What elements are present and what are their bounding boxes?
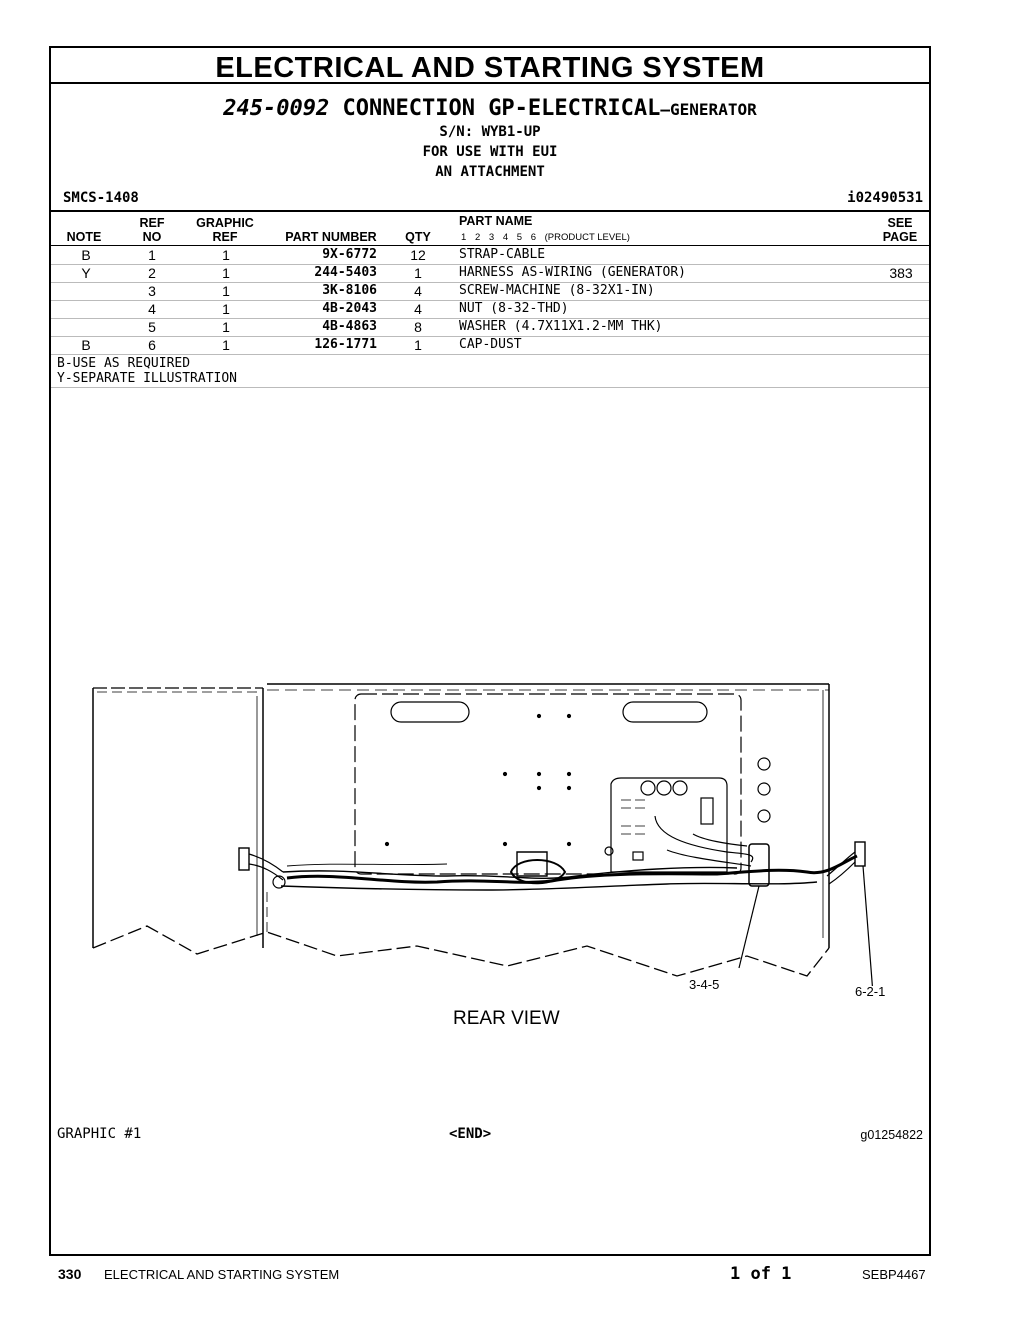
row-ref: 4 xyxy=(148,301,156,317)
row-note: B xyxy=(81,337,91,353)
note-y: Y-SEPARATE ILLUSTRATION xyxy=(57,371,238,386)
smcs-code: SMCS-1408 xyxy=(63,190,139,206)
row-part-name: STRAP-CABLE xyxy=(459,247,546,262)
col-see-bottom: PAGE xyxy=(882,230,918,244)
group-title: 245-0092 CONNECTION GP-ELECTRICAL—GENERA… xyxy=(51,96,929,121)
col-ref-bottom: NO xyxy=(142,230,162,244)
level-4: 4 xyxy=(502,232,509,243)
footer-page-of: 1 of 1 xyxy=(730,1264,792,1284)
row-qty: 4 xyxy=(414,301,422,317)
col-part-name: PART NAME xyxy=(459,214,533,228)
graphic-code: g01254822 xyxy=(860,1128,923,1142)
level-1: 1 xyxy=(461,232,467,243)
level-5: 5 xyxy=(516,232,523,243)
product-level-label: (PRODUCT LEVEL) xyxy=(544,232,630,243)
column-rule xyxy=(51,245,929,246)
col-ref-top: REF xyxy=(139,216,165,230)
row-ref: 5 xyxy=(148,319,156,335)
row-part-number: 244-5403 xyxy=(314,265,377,280)
row-graphic-ref: 1 xyxy=(222,247,230,263)
level-2: 2 xyxy=(474,232,481,243)
row-ref: 2 xyxy=(148,265,156,281)
table-row: 3 1 3K-8106 4 SCREW-MACHINE (8-32X1-IN) xyxy=(51,282,929,301)
callout-6-2-1: 6-2-1 xyxy=(855,984,886,999)
col-qty: QTY xyxy=(405,230,431,244)
footer-page-number: 330 xyxy=(58,1266,82,1282)
group-description: CONNECTION GP-ELECTRICAL xyxy=(329,96,661,121)
level-6: 6 xyxy=(530,232,536,243)
table-row: B 1 1 9X-6772 12 STRAP-CABLE xyxy=(51,246,929,265)
col-see-top: SEE xyxy=(887,216,913,230)
note-b: B-USE AS REQUIRED xyxy=(57,356,191,371)
row-note: Y xyxy=(81,265,91,281)
attachment-line: AN ATTACHMENT xyxy=(435,164,545,180)
end-marker: <END> xyxy=(449,1126,492,1142)
row-part-number: 9X-6772 xyxy=(322,247,377,262)
header-rule xyxy=(51,210,929,212)
row-part-name: SCREW-MACHINE (8-32X1-IN) xyxy=(459,283,655,298)
view-label: REAR VIEW xyxy=(453,1008,560,1029)
row-qty: 1 xyxy=(414,265,422,281)
group-part-number: 245-0092 xyxy=(223,96,330,121)
use-line: FOR USE WITH EUI xyxy=(422,144,558,160)
serial-number: S/N: WYB1-UP xyxy=(439,124,541,140)
table-row: B 6 1 126-1771 1 CAP-DUST xyxy=(51,336,929,355)
row-note: B xyxy=(81,247,91,263)
col-part-number: PART NUMBER xyxy=(285,230,377,244)
title-rule xyxy=(51,82,929,84)
table-row: Y 2 1 244-5403 1 HARNESS AS-WIRING (GENE… xyxy=(51,264,929,283)
graphic-label: GRAPHIC #1 xyxy=(57,1126,142,1142)
rear-view-illustration xyxy=(92,683,873,986)
row-part-number: 3K-8106 xyxy=(322,283,377,298)
row-part-number: 4B-4863 xyxy=(322,319,377,334)
row-qty: 12 xyxy=(410,247,426,263)
document-id: i02490531 xyxy=(847,190,923,206)
row-graphic-ref: 1 xyxy=(222,337,230,353)
row-qty: 1 xyxy=(414,337,422,353)
page-title: ELECTRICAL AND STARTING SYSTEM xyxy=(215,52,765,84)
table-row: 4 1 4B-2043 4 NUT (8-32-THD) xyxy=(51,300,929,319)
row-graphic-ref: 1 xyxy=(222,319,230,335)
callout-3-4-5: 3-4-5 xyxy=(689,977,720,992)
row-part-name: HARNESS AS-WIRING (GENERATOR) xyxy=(459,265,686,280)
page-frame: ELECTRICAL AND STARTING SYSTEM 245-0092 … xyxy=(49,46,931,1256)
row-ref: 1 xyxy=(148,247,156,263)
row-part-name: WASHER (4.7X11X1.2-MM THK) xyxy=(459,319,663,334)
table-notes: B-USE AS REQUIRED Y-SEPARATE ILLUSTRATIO… xyxy=(57,356,237,386)
row-ref: 3 xyxy=(148,283,156,299)
row-qty: 4 xyxy=(414,283,422,299)
row-part-number: 126-1771 xyxy=(314,337,377,352)
row-see-page[interactable]: 383 xyxy=(889,265,913,281)
footer-section: ELECTRICAL AND STARTING SYSTEM xyxy=(104,1267,340,1282)
row-graphic-ref: 1 xyxy=(222,301,230,317)
row-part-number: 4B-2043 xyxy=(322,301,377,316)
row-part-name: CAP-DUST xyxy=(459,337,522,352)
col-graphic-bottom: REF xyxy=(212,230,238,244)
row-qty: 8 xyxy=(414,319,422,335)
product-levels: 1 2 3 4 5 6 (PRODUCT LEVEL) xyxy=(461,232,630,243)
row-part-name: NUT (8-32-THD) xyxy=(459,301,569,316)
col-graphic-top: GRAPHIC xyxy=(196,216,254,230)
group-suffix: —GENERATOR xyxy=(660,100,757,119)
notes-rule xyxy=(51,387,929,388)
table-row: 5 1 4B-4863 8 WASHER (4.7X11X1.2-MM THK) xyxy=(51,318,929,337)
row-graphic-ref: 1 xyxy=(222,283,230,299)
col-note: NOTE xyxy=(66,230,102,244)
row-graphic-ref: 1 xyxy=(222,265,230,281)
footer-book-id: SEBP4467 xyxy=(862,1267,926,1282)
row-ref: 6 xyxy=(148,337,156,353)
level-3: 3 xyxy=(488,232,495,243)
